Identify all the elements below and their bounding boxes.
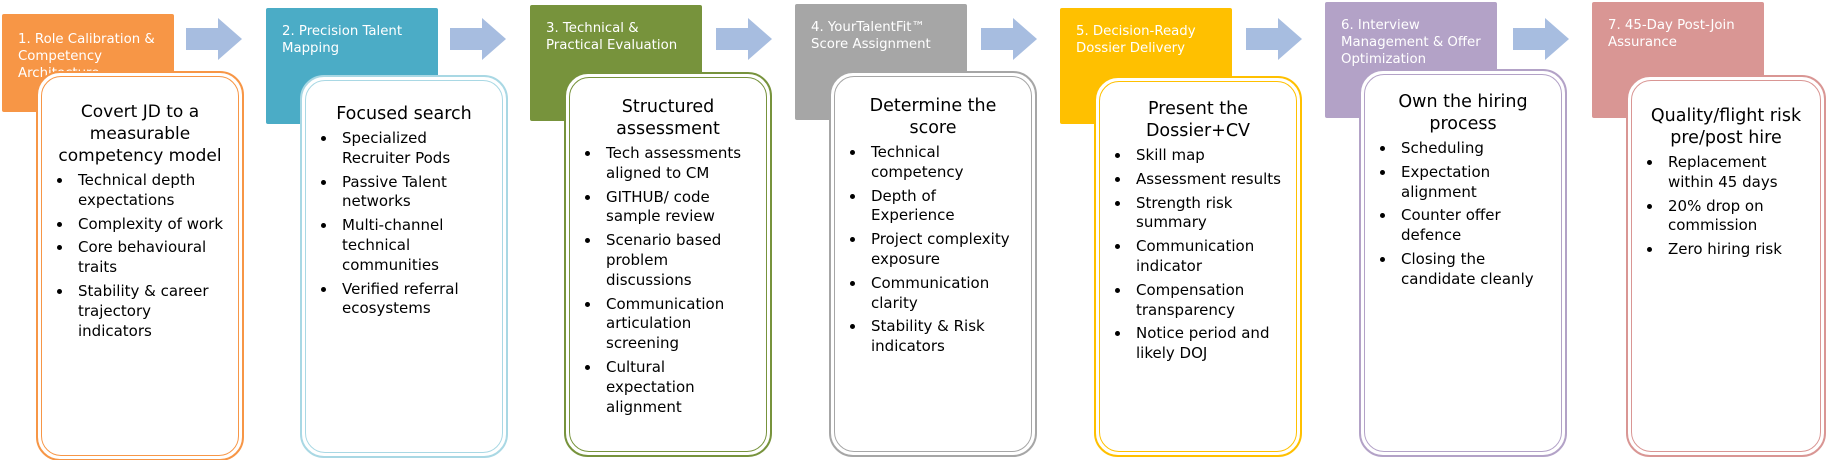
list-item: Core behavioural traits — [57, 238, 228, 278]
list-item: Replacement within 45 days — [1647, 153, 1810, 193]
list-item: Zero hiring risk — [1647, 240, 1810, 260]
step-7-title: 45-Day Post-Join Assurance — [1608, 18, 1735, 50]
step-4: 4. YourTalentFit™ Score Assignment Deter… — [795, 0, 1037, 460]
step-3-title: Technical & Practical Evaluation — [546, 21, 678, 53]
step-5-card-inner: Present the Dossier+CV Skill map Assessm… — [1099, 81, 1297, 452]
list-item: Verified referral ecosystems — [321, 280, 492, 320]
list-item: Complexity of work — [57, 215, 228, 235]
step-3-card: Structured assessment Tech assessments a… — [564, 72, 772, 457]
arrow-3-to-4-icon — [716, 18, 772, 60]
list-item: Skill map — [1115, 146, 1286, 166]
step-3-card-title: Structured assessment — [616, 97, 720, 139]
step-1-item-list: Technical depth expectations Complexity … — [52, 171, 228, 341]
arrow-6-to-7-icon — [1513, 18, 1569, 60]
step-3-number: 3. — [546, 21, 559, 36]
step-5-number: 5. — [1076, 24, 1089, 39]
step-2: 2. Precision Talent Mapping Focused sear… — [266, 0, 508, 460]
step-4-card-inner: Determine the score Technical competency… — [834, 76, 1032, 452]
list-item: Scheduling — [1380, 139, 1551, 159]
step-1-card: Covert JD to a measurable competency mod… — [36, 71, 244, 460]
list-item: Communication articulation screening — [585, 295, 756, 354]
step-2-card-title: Focused search — [336, 104, 472, 124]
step-6: 6. Interview Management & Offer Optimiza… — [1325, 0, 1567, 460]
list-item: Multi-channel technical communities — [321, 216, 492, 275]
arrow-4-to-5-icon — [981, 18, 1037, 60]
list-item: Technical competency — [850, 143, 1021, 183]
step-4-item-list: Technical competency Depth of Experience… — [845, 143, 1021, 357]
step-3: 3. Technical & Practical Evaluation Stru… — [530, 0, 772, 460]
step-3-item-list: Tech assessments aligned to CM GITHUB/ c… — [580, 144, 756, 417]
list-item: Technical depth expectations — [57, 171, 228, 211]
list-item: Communication clarity — [850, 274, 1021, 314]
step-5-card: Present the Dossier+CV Skill map Assessm… — [1094, 76, 1302, 457]
step-5-card-title: Present the Dossier+CV — [1145, 99, 1251, 141]
list-item: Tech assessments aligned to CM — [585, 144, 756, 184]
step-7-item-list: Replacement within 45 days 20% drop on c… — [1642, 153, 1810, 260]
list-item: Scenario based problem discussions — [585, 231, 756, 290]
list-item: Specialized Recruiter Pods — [321, 129, 492, 169]
arrow-1-to-2-icon — [186, 18, 242, 60]
list-item: Cultural expectation alignment — [585, 358, 756, 417]
arrow-5-to-6-icon — [1246, 18, 1302, 60]
step-1-card-inner: Covert JD to a measurable competency mod… — [41, 76, 239, 456]
step-4-number: 4. — [811, 20, 824, 35]
step-3-card-inner: Structured assessment Tech assessments a… — [569, 77, 767, 452]
step-7-card: Quality/flight risk pre/post hire Replac… — [1626, 75, 1826, 457]
step-5-item-list: Skill map Assessment results Strength ri… — [1110, 146, 1286, 364]
step-7: 7. 45-Day Post-Join Assurance Quality/fl… — [1592, 0, 1826, 460]
arrow-2-to-3-icon — [450, 18, 506, 60]
step-1-title: Role Calibration & Competency Architectu… — [18, 32, 155, 81]
list-item: GITHUB/ code sample review — [585, 188, 756, 228]
list-item: Communication indicator — [1115, 237, 1286, 277]
step-6-card-inner: Own the hiring process Scheduling Expect… — [1364, 74, 1562, 452]
step-4-card-title: Determine the score — [869, 96, 997, 138]
step-5: 5. Decision-Ready Dossier Delivery Prese… — [1060, 0, 1302, 460]
list-item: Depth of Experience — [850, 187, 1021, 227]
step-2-number: 2. — [282, 24, 295, 39]
step-6-card-title: Own the hiring process — [1398, 92, 1528, 134]
step-7-number: 7. — [1608, 18, 1621, 33]
step-2-item-list: Specialized Recruiter Pods Passive Talen… — [316, 129, 492, 319]
list-item: Compensation transparency — [1115, 281, 1286, 321]
list-item: Stability & career trajectory indicators — [57, 282, 228, 341]
list-item: Strength risk summary — [1115, 194, 1286, 234]
list-item: Closing the candidate cleanly — [1380, 250, 1551, 290]
list-item: Counter offer defence — [1380, 206, 1551, 246]
step-4-title: YourTalentFit™ Score Assignment — [811, 20, 931, 52]
step-6-card: Own the hiring process Scheduling Expect… — [1359, 69, 1567, 457]
list-item: Stability & Risk indicators — [850, 317, 1021, 357]
step-1-card-title: Covert JD to a measurable competency mod… — [58, 102, 222, 166]
list-item: 20% drop on commission — [1647, 197, 1810, 237]
step-6-number: 6. — [1341, 18, 1354, 33]
step-2-card: Focused search Specialized Recruiter Pod… — [300, 75, 508, 458]
list-item: Passive Talent networks — [321, 173, 492, 213]
list-item: Notice period and likely DOJ — [1115, 324, 1286, 364]
list-item: Project complexity exposure — [850, 230, 1021, 270]
list-item: Expectation alignment — [1380, 163, 1551, 203]
step-6-item-list: Scheduling Expectation alignment Counter… — [1375, 139, 1551, 290]
step-7-card-title: Quality/flight risk pre/post hire — [1650, 106, 1802, 148]
step-2-title: Precision Talent Mapping — [282, 24, 403, 56]
step-1: 1. Role Calibration & Competency Archite… — [2, 0, 244, 460]
list-item: Assessment results — [1115, 170, 1286, 190]
step-7-card-inner: Quality/flight risk pre/post hire Replac… — [1631, 80, 1821, 452]
step-4-card: Determine the score Technical competency… — [829, 71, 1037, 457]
step-6-title: Interview Management & Offer Optimizatio… — [1341, 18, 1481, 67]
step-2-card-inner: Focused search Specialized Recruiter Pod… — [305, 80, 503, 453]
step-5-title: Decision-Ready Dossier Delivery — [1076, 24, 1196, 56]
step-1-number: 1. — [18, 32, 31, 47]
